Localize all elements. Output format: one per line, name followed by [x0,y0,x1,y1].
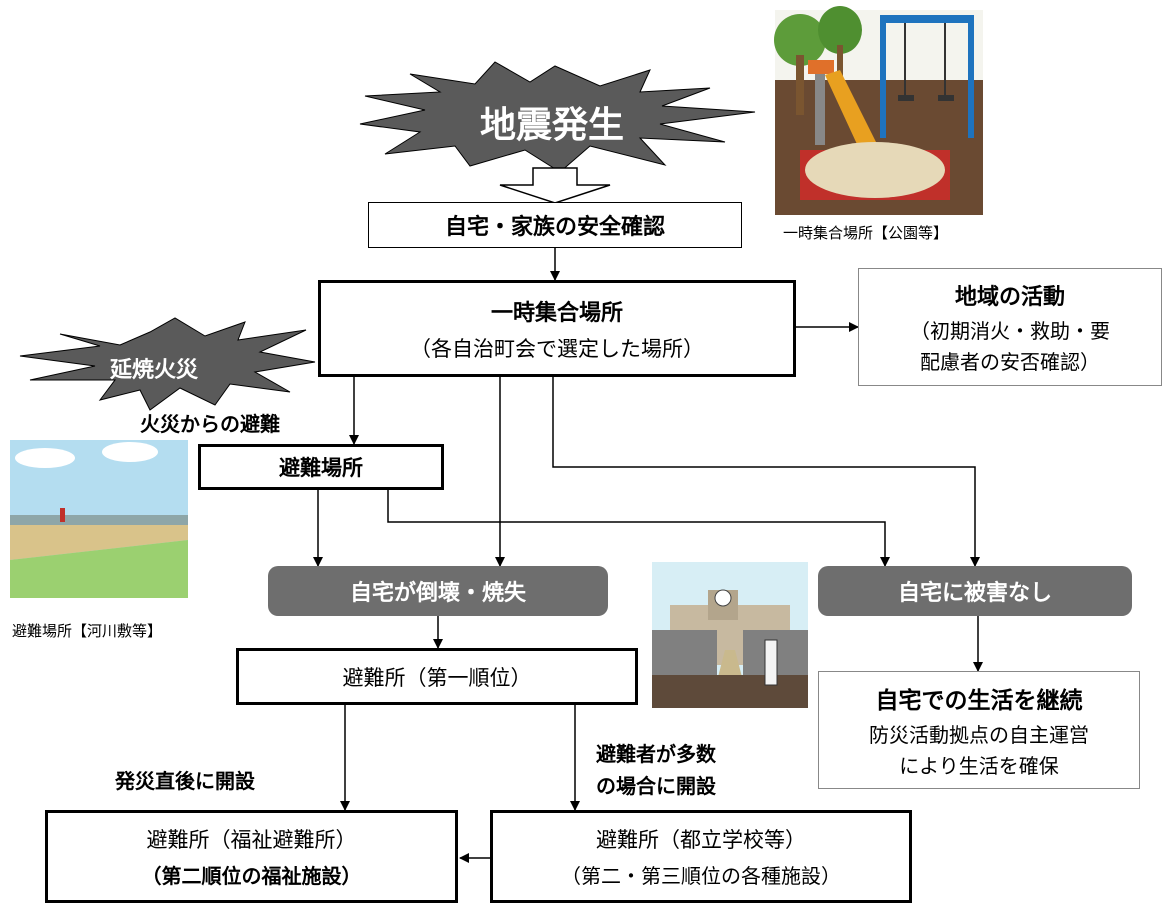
continue-home-line-2: により生活を確保 [899,754,1059,778]
fire-evacuation-label: 火災からの避難 [140,412,280,436]
welfare-shelter-title: 避難所（福祉避難所） [146,828,357,852]
first-shelter-box: 避難所（第一順位） [236,648,638,705]
park-illustration [774,6,983,215]
river-caption: 避難場所【河川敷等】 [12,622,163,640]
school-illustration [652,562,808,708]
school-shelter-box: 避難所（都立学校等） （第二・第三順位の各種施設） [490,810,912,903]
safety-check-text: 自宅・家族の安全確認 [444,215,665,240]
community-line-1: （初期消火・救助・要 [910,319,1110,343]
river-illustration [10,440,188,598]
fire-label: 延焼火災 [110,358,199,383]
home-destroyed-box: 自宅が倒壊・焼失 [268,566,608,616]
evacuation-site-text: 避難場所 [279,456,363,480]
open-many-label-line-2: の場合に開設 [596,774,716,798]
assembly-box: 一時集合場所 （各自治町会で選定した場所） [318,280,796,377]
hollow-down-arrow [499,167,611,204]
school-shelter-title: 避難所（都立学校等） [596,828,806,852]
community-line-2: 配慮者の安否確認） [920,350,1100,374]
welfare-shelter-box: 避難所（福祉避難所） （第二順位の福祉施設） [45,810,458,903]
evacuation-site-box: 避難場所 [198,444,444,490]
continue-home-line-1: 防災活動拠点の自主運営 [869,723,1089,747]
community-box: 地域の活動 （初期消火・救助・要 配慮者の安否確認） [858,268,1162,386]
assembly-title: 一時集合場所 [490,300,623,326]
continue-home-box: 自宅での生活を継続 防災活動拠点の自主運営 により生活を確保 [818,671,1140,789]
school-shelter-subtitle: （第二・第三順位の各種施設） [561,864,841,888]
fire-burst-shape [19,317,316,411]
welfare-shelter-subtitle: （第二順位の福祉施設） [141,864,362,888]
earthquake-burst-shape [359,61,756,173]
continue-home-title: 自宅での生活を継続 [875,688,1083,714]
community-title: 地域の活動 [954,285,1065,310]
assembly-subtitle: （各自治町会で選定した場所） [410,336,704,361]
home-ok-text: 自宅に被害なし [897,581,1052,606]
earthquake-label: 地震発生 [480,105,625,146]
home-ok-box: 自宅に被害なし [818,566,1132,616]
open-immediately-label: 発災直後に開設 [115,769,255,793]
home-destroyed-text: 自宅が倒壊・焼失 [349,581,526,606]
first-shelter-text: 避難所（第一順位） [342,665,532,690]
open-many-label-line-1: 避難者が多数 [596,742,716,766]
park-caption: 一時集合場所【公園等】 [783,224,949,242]
safety-check-box: 自宅・家族の安全確認 [368,202,742,248]
connector-lines [313,248,983,863]
